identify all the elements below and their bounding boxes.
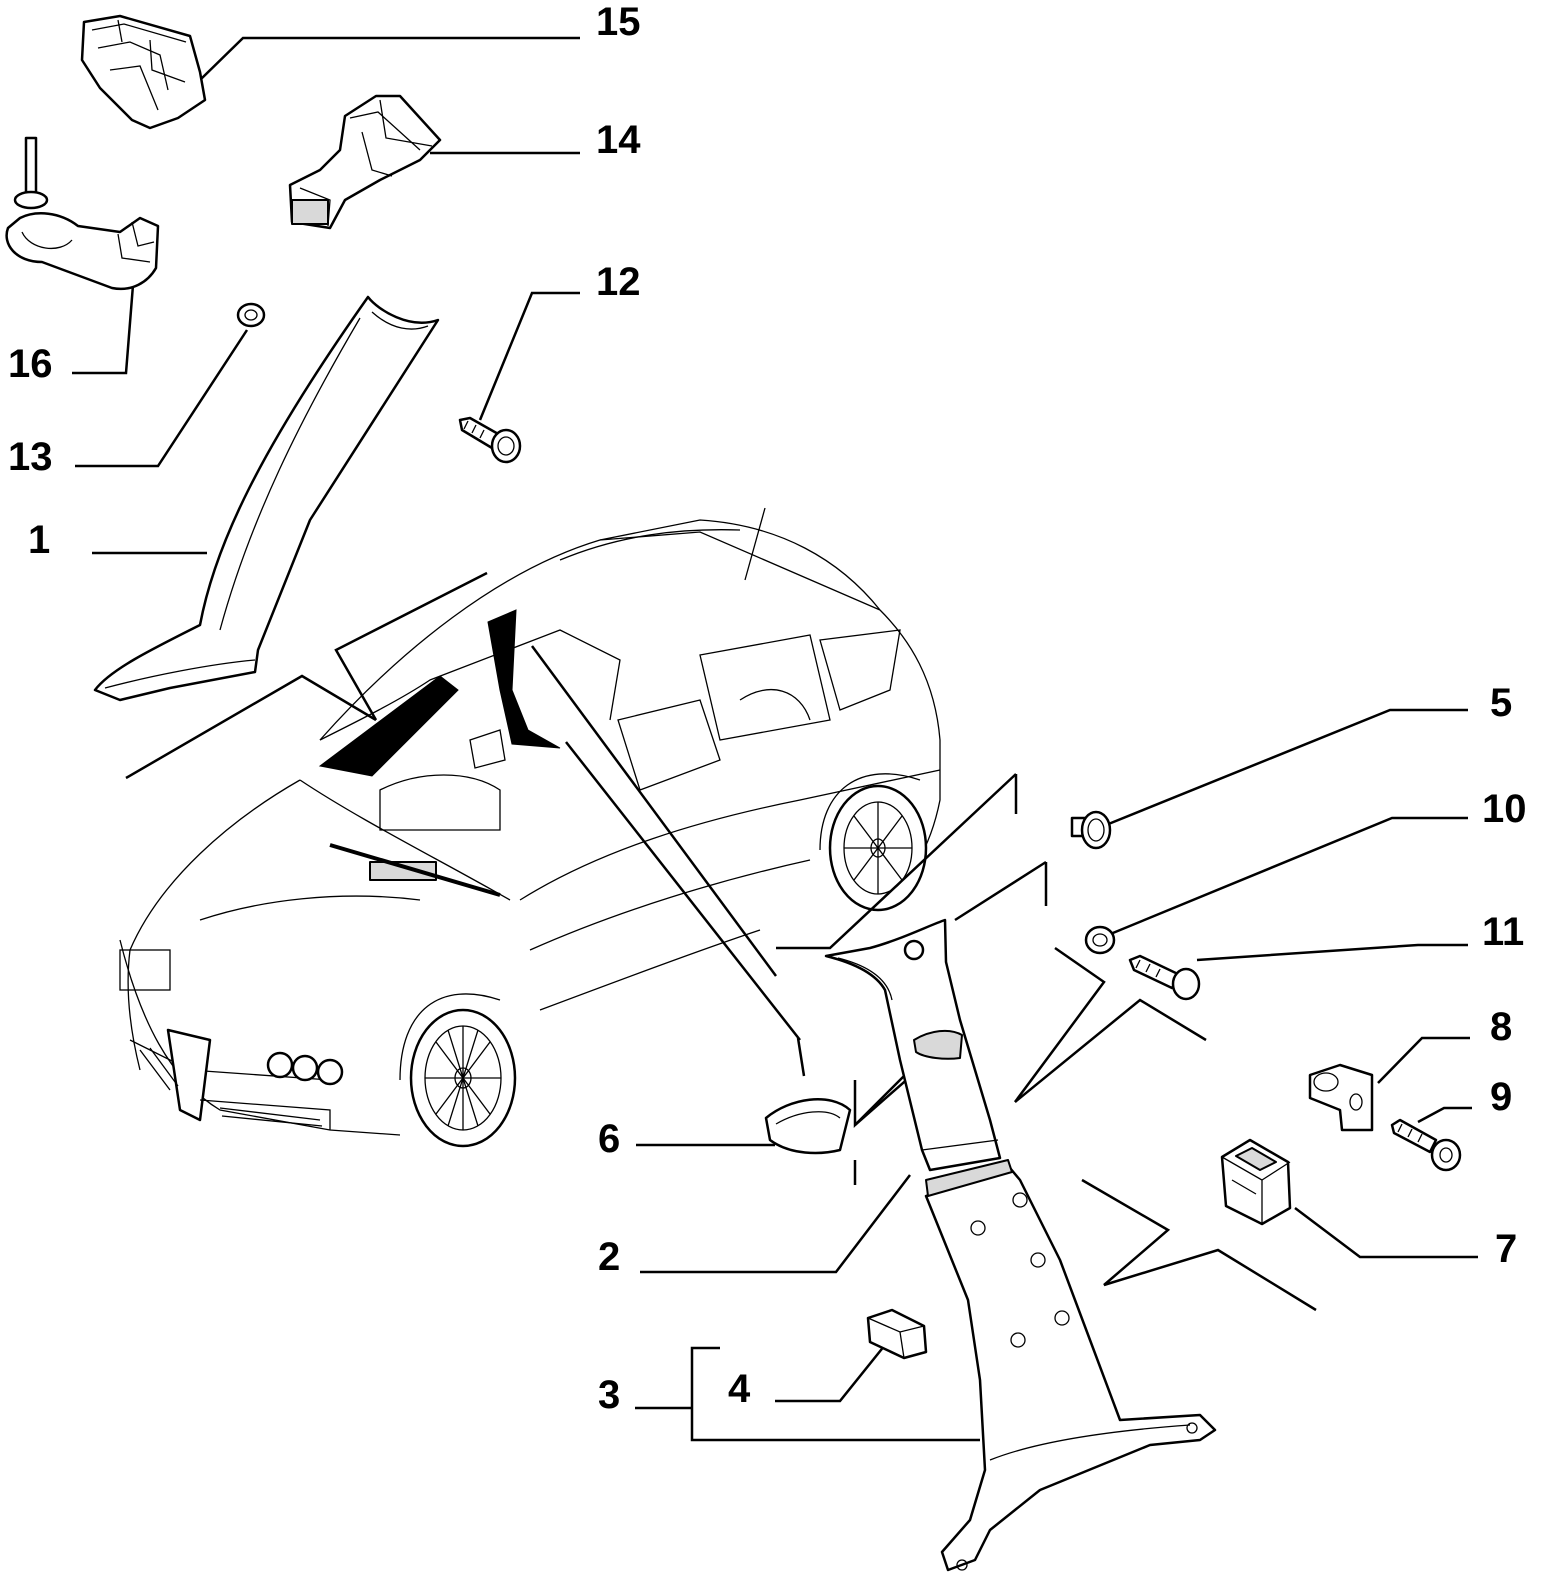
part-3-b-pillar-lower bbox=[924, 1159, 1217, 1572]
front-wheel bbox=[399, 993, 517, 1148]
callout-6[interactable]: 6 bbox=[598, 1117, 620, 1161]
grille-mesh bbox=[139, 1047, 323, 1127]
callout-11[interactable]: 11 bbox=[1482, 910, 1524, 954]
callout-12[interactable]: 12 bbox=[596, 260, 641, 304]
leader-5 bbox=[1105, 708, 1468, 827]
highlight-b-pillar bbox=[487, 609, 561, 749]
highlight-a-pillar bbox=[318, 675, 459, 777]
leader-9 bbox=[1417, 1106, 1472, 1124]
part-6-cap bbox=[764, 1098, 852, 1155]
callout-2[interactable]: 2 bbox=[598, 1235, 620, 1279]
leader-11 bbox=[1196, 943, 1468, 962]
callout-5[interactable]: 5 bbox=[1490, 681, 1512, 725]
part-9-screw bbox=[1390, 1118, 1462, 1172]
part-16-spring-bracket bbox=[5, 136, 160, 291]
part-14-bracket bbox=[288, 94, 442, 230]
part-8-clip bbox=[1308, 1063, 1374, 1132]
callout-4[interactable]: 4 bbox=[728, 1367, 751, 1411]
connector-lines bbox=[125, 571, 1317, 1312]
part-2-b-pillar-upper bbox=[824, 918, 1002, 1172]
callout-labels: 15 14 12 16 13 1 5 10 11 8 9 6 7 2 3 4 bbox=[8, 0, 1527, 1417]
part-15-bracket bbox=[80, 14, 207, 130]
leader-3-bracket bbox=[690, 1346, 980, 1442]
callout-14[interactable]: 14 bbox=[596, 118, 641, 162]
leader-16 bbox=[72, 284, 135, 375]
leader-12 bbox=[478, 291, 580, 421]
leader-8 bbox=[1377, 1036, 1470, 1084]
rear-wheel bbox=[819, 773, 928, 912]
leader-13 bbox=[75, 329, 249, 468]
callout-15[interactable]: 15 bbox=[596, 0, 641, 44]
callout-10[interactable]: 10 bbox=[1482, 787, 1527, 831]
leader-7 bbox=[1294, 1207, 1478, 1259]
leader-lines bbox=[72, 36, 1478, 1442]
part-5-clip bbox=[1070, 810, 1112, 850]
callout-9[interactable]: 9 bbox=[1490, 1075, 1512, 1119]
leader-15 bbox=[199, 36, 580, 81]
part-12-screw bbox=[458, 416, 522, 464]
callout-3[interactable]: 3 bbox=[598, 1373, 620, 1417]
leader-2 bbox=[640, 1174, 911, 1274]
leader-4 bbox=[775, 1344, 886, 1403]
part-10-nut bbox=[1084, 925, 1116, 955]
callout-16[interactable]: 16 bbox=[8, 342, 53, 386]
callout-1[interactable]: 1 bbox=[28, 518, 50, 562]
part-1-a-pillar-trim bbox=[93, 295, 440, 702]
part-13-nut bbox=[236, 302, 266, 328]
callout-7[interactable]: 7 bbox=[1495, 1227, 1517, 1271]
callout-13[interactable]: 13 bbox=[8, 435, 53, 479]
part-7-clip bbox=[1220, 1138, 1292, 1226]
leader-10 bbox=[1107, 816, 1468, 937]
callout-8[interactable]: 8 bbox=[1490, 1005, 1512, 1049]
part-11-screw bbox=[1128, 954, 1201, 1001]
part-4-insert bbox=[866, 1308, 928, 1360]
